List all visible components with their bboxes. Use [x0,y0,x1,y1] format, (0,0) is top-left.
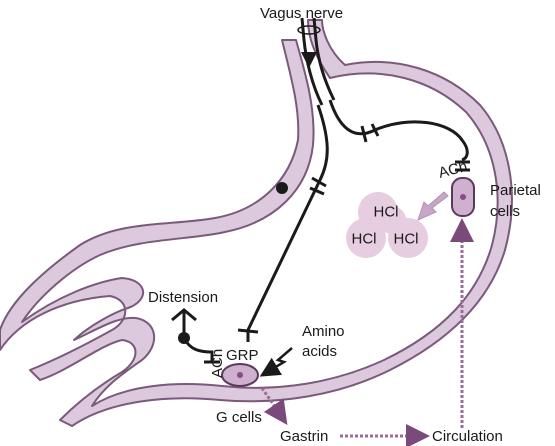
hcl-label-1: HCl [374,204,399,221]
secretion-arrow [418,192,448,220]
distension-label: Distension [148,289,218,306]
amino-acids-label-line1: Amino [302,323,345,340]
parietal-label-line1: Parietal [490,182,541,199]
grp-label: GRP [226,347,259,364]
parietal-label-line2: cells [490,203,520,220]
distension-neuron [172,310,212,362]
amino-acids-arrow [264,348,292,374]
amino-acids-label-line2: acids [302,343,337,360]
hcl-label-2: HCl [352,231,377,248]
gastrin-label: Gastrin [280,428,328,445]
circulation-label: Circulation [432,428,503,445]
hcl-label-3: HCl [394,231,419,248]
grp-neuron-body [276,182,288,194]
nerve-to-parietal [330,100,467,160]
vagus-nerve-label: Vagus nerve [260,5,343,22]
ach-gcell-label: ACh [209,349,226,378]
hcl-cluster: HCl HCl HCl [346,192,428,258]
stomach-wall [0,20,512,426]
g-cells-label: G cells [216,409,262,426]
